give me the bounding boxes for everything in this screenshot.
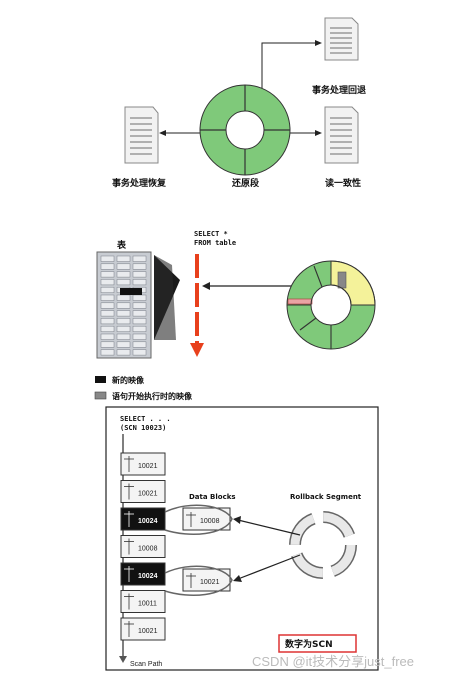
select-line1: SELECT *	[194, 230, 228, 238]
table-cell	[132, 318, 147, 325]
scan-block-value: 10024	[138, 573, 158, 580]
table-label: 表	[116, 239, 127, 251]
undo-ring	[199, 84, 291, 176]
scan-block: 10024	[120, 507, 166, 531]
scan-block-value: 10011	[138, 601, 157, 608]
legend-new-swatch	[95, 376, 106, 383]
table-cell	[116, 255, 131, 262]
scan-block: 10008	[120, 535, 166, 558]
bottom-section: SELECT . . . (SCN 10023) Scan Path 10021…	[105, 406, 379, 671]
table-cell	[132, 310, 147, 317]
ring-to-scan-arrowhead	[202, 282, 210, 290]
legend-old-swatch	[94, 391, 107, 400]
table-cell	[116, 302, 131, 309]
data-block-2: 10021	[182, 568, 231, 592]
table-cell	[100, 310, 115, 317]
table-cell	[116, 325, 131, 332]
table-cell	[100, 333, 115, 340]
table-block	[96, 251, 152, 359]
scan-block: 10021	[120, 617, 166, 641]
scan-block-value: 10008	[138, 546, 158, 553]
middle-section: 表 SELECT * FROM table	[94, 230, 376, 401]
scan-block-value: 10021	[138, 463, 158, 470]
table-cell	[100, 302, 115, 309]
data-block-1: 10008	[182, 507, 231, 531]
scn-note-text: 数字为SCN	[285, 638, 333, 650]
scan-block-value: 10024	[138, 518, 158, 525]
table-cell	[116, 294, 131, 301]
table-cell	[100, 294, 115, 301]
table-cell	[100, 255, 115, 262]
table-cell	[132, 302, 147, 309]
table-cell	[116, 341, 131, 348]
table-cell	[116, 271, 131, 278]
table-cell	[100, 325, 115, 332]
top-section: 事务处理回退 事务处理恢复 读一致性	[112, 17, 366, 189]
data-blocks-label: Data Blocks	[189, 493, 236, 501]
table-cell	[100, 318, 115, 325]
label-rollback: 事务处理回退	[312, 84, 366, 96]
table-cell	[132, 255, 147, 262]
recovery-doc-icon	[124, 106, 159, 164]
table-cell	[100, 286, 115, 293]
rollback-arrow-lower	[237, 554, 301, 580]
arrow-to-rollback-icon	[315, 40, 322, 46]
consistency-doc-icon	[324, 106, 359, 164]
table-cell	[100, 271, 115, 278]
bottom-select-line2: (SCN 10023)	[120, 424, 166, 432]
table-cell	[132, 294, 147, 301]
table-cell	[132, 333, 147, 340]
table-cell	[116, 318, 131, 325]
data-block-2-value: 10021	[200, 579, 220, 586]
csdn-watermark: CSDN @it技术分享just_free	[252, 654, 414, 669]
table-cell	[116, 333, 131, 340]
red-scan-arrow	[190, 254, 204, 357]
scan-block: 10024	[120, 562, 166, 586]
select-line2: FROM table	[194, 239, 236, 247]
rollback-segment-icon	[289, 511, 357, 579]
table-cell	[132, 349, 147, 356]
label-undo: 还原段	[231, 177, 260, 189]
block-column: 10021 10021 10024 10008 10024 10011 10021	[120, 452, 166, 641]
data-block-1-value: 10008	[200, 518, 220, 525]
table-cell	[132, 271, 147, 278]
label-consistency: 读一致性	[325, 177, 361, 189]
legend-new-label: 新的映像	[112, 375, 145, 385]
table-cell	[116, 263, 131, 270]
rollback-segment-label: Rollback Segment	[290, 493, 362, 501]
arrow-to-recovery-icon	[159, 130, 166, 136]
scan-block: 10021	[120, 480, 166, 503]
scan-block: 10021	[120, 452, 166, 476]
rollback-doc-icon	[324, 17, 359, 61]
scan-path-arrowhead	[119, 656, 127, 663]
table-cell	[116, 310, 131, 317]
table-cell	[100, 341, 115, 348]
block-loops	[164, 504, 233, 597]
legend-old-label: 语句开始执行时的映像	[112, 391, 193, 401]
scan-block-value: 10021	[138, 628, 158, 635]
table-cell	[132, 325, 147, 332]
table-cell	[100, 349, 115, 356]
scan-block-value: 10021	[138, 491, 158, 498]
rollback-arrow-upper	[237, 519, 301, 536]
arrow-to-consistency-icon	[315, 130, 322, 136]
table-cell	[116, 349, 131, 356]
undo-ring-detail	[286, 260, 376, 350]
table-cell	[132, 279, 147, 286]
top-connectors	[163, 42, 318, 134]
label-recovery: 事务处理恢复	[112, 177, 167, 189]
table-cell	[132, 263, 147, 270]
bottom-select-line1: SELECT . . .	[120, 415, 171, 423]
table-cell	[116, 279, 131, 286]
table-cell	[100, 263, 115, 270]
scan-path-label: Scan Path	[130, 661, 162, 668]
scn-note-box: 数字为SCN	[278, 634, 357, 653]
table-cell	[100, 279, 115, 286]
scan-block: 10011	[120, 590, 166, 613]
table-cell	[132, 341, 147, 348]
